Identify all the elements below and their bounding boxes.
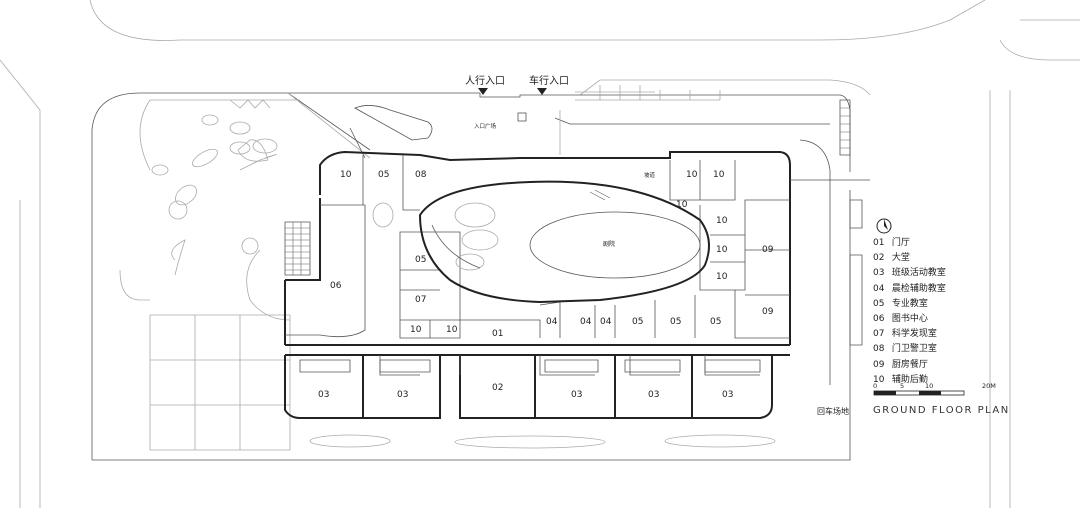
scale-label: 20M: [982, 382, 996, 390]
entry-island: [354, 105, 433, 141]
room-label: 04: [600, 317, 612, 327]
room-label: 10: [676, 200, 688, 210]
room-label: 09: [762, 307, 774, 317]
legend-item: 09 厨房餐厅: [873, 358, 946, 373]
room-label: 03: [571, 390, 582, 400]
exterior-stair: [284, 221, 311, 276]
legend-code: 10: [873, 374, 885, 385]
legend-item: 01 门厅: [873, 236, 946, 251]
legend-code: 06: [873, 314, 885, 325]
scale-bar: 0 5 10 20M: [873, 382, 996, 396]
room-label: 08: [415, 170, 427, 180]
vehicle-entry-arrow: [537, 88, 547, 95]
room-label: 05: [670, 317, 681, 327]
legend-name: 图书中心: [891, 314, 928, 325]
legend-name: 门厅: [891, 238, 910, 248]
room-label: 01: [492, 329, 503, 339]
room-label: 10: [340, 170, 352, 180]
legend-code: 03: [873, 268, 885, 279]
parking-stalls: [575, 85, 721, 101]
room-label: 07: [415, 295, 426, 305]
entry-plaza-label: 入口广场: [474, 122, 497, 130]
room-label: 05: [710, 317, 721, 327]
legend-item: 05 专业教室: [873, 297, 946, 312]
scale-label: 0: [873, 382, 877, 390]
drop-off-label: 回车场地: [817, 406, 849, 416]
room-label: 03: [648, 390, 659, 400]
legend-name: 科学发现室: [891, 329, 937, 340]
room-label: 03: [397, 390, 408, 400]
room-label: 10: [713, 170, 725, 180]
vehicle-entry-label: 车行入口: [529, 74, 569, 87]
room-label: 10: [686, 170, 698, 180]
north-arrow-icon: [876, 218, 892, 234]
legend-code: 08: [873, 344, 885, 355]
room-label: 05: [632, 317, 643, 327]
legend-item: 04 晨检辅助教室: [873, 282, 946, 297]
pedestrian-entry-arrow: [478, 88, 488, 95]
room-label: 03: [318, 390, 329, 400]
pedestrian-entry-label: 人行入口: [465, 74, 505, 87]
legend-name: 晨检辅助教室: [891, 283, 946, 294]
room-label: 10: [716, 272, 728, 282]
room-label: 09: [762, 245, 774, 255]
legend-name: 大堂: [891, 253, 910, 264]
legend-code: 05: [873, 298, 885, 309]
ramp-label: 坡道: [644, 171, 656, 179]
legend-item: 06 图书中心: [873, 312, 946, 327]
scale-label: 5: [900, 382, 904, 390]
legend-item: 07 科学发现室: [873, 327, 946, 342]
legend-code: 04: [873, 283, 885, 294]
legend-item: 03 班级活动教室: [873, 266, 946, 281]
room-label: 10: [446, 325, 458, 335]
playground-grid: [149, 314, 291, 451]
room-label: 03: [722, 390, 733, 400]
room-legend: 01 门厅 02 大堂 03 班级活动教室 04 晨检辅助教室 05 专业教室 …: [873, 236, 946, 388]
garden: [119, 99, 300, 321]
room-label: 10: [410, 325, 422, 335]
legend-code: 02: [873, 253, 885, 264]
legend-name: 门卫警卫室: [891, 344, 937, 355]
legend-name: 辅助后勤: [891, 374, 928, 385]
room-label: 04: [580, 317, 592, 327]
legend-name: 厨房餐厅: [891, 359, 928, 370]
theater-court: [372, 180, 710, 304]
landscape-bottom: [309, 434, 776, 449]
legend-code: 01: [873, 238, 885, 248]
right-hatch: [790, 99, 870, 346]
room-label: 10: [716, 216, 728, 226]
room-label: 05: [378, 170, 389, 180]
legend-item: 02 大堂: [873, 251, 946, 266]
room-label: 05: [415, 255, 426, 265]
building-outline: [284, 150, 791, 419]
legend-code: 07: [873, 329, 885, 340]
room-label: 02: [492, 383, 503, 393]
legend-code: 09: [873, 359, 885, 370]
room-labels: 10 05 08 05 07 06 10 10 01 04 04 04 05 0…: [318, 170, 774, 400]
theater-label: 剧院: [603, 240, 615, 248]
scale-label: 10: [925, 382, 933, 390]
plan-title: GROUND FLOOR PLAN: [873, 405, 1010, 416]
room-label: 06: [330, 281, 342, 291]
legend-item: 10 辅助后勤: [873, 373, 946, 388]
room-label: 04: [546, 317, 558, 327]
room-label: 10: [716, 245, 728, 255]
legend-name: 专业教室: [891, 298, 928, 309]
guard-post: [517, 112, 527, 122]
legend-name: 班级活动教室: [891, 268, 946, 279]
interior-walls: [285, 155, 790, 376]
legend-item: 08 门卫警卫室: [873, 342, 946, 357]
